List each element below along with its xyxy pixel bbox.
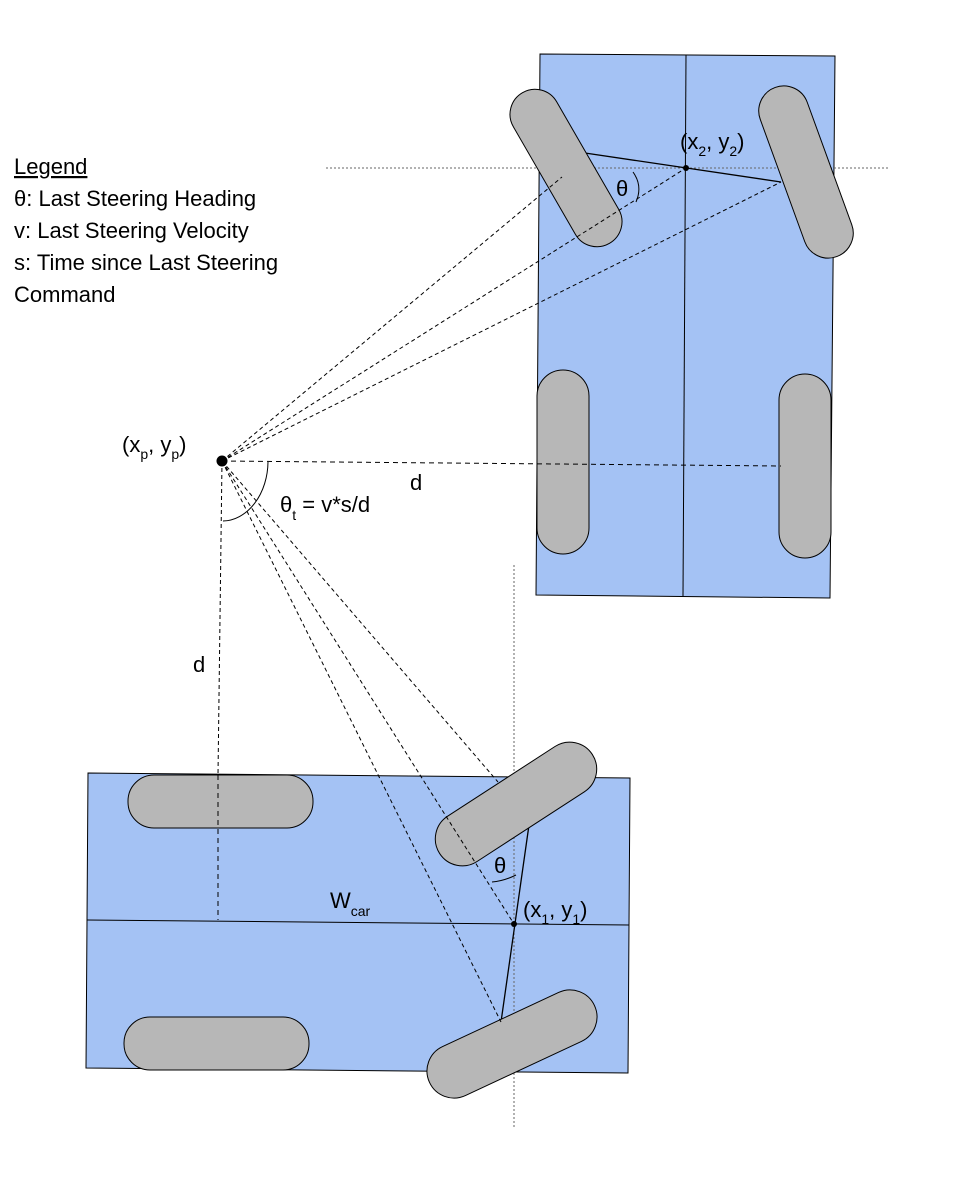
wheel-top-rear-right (778, 373, 832, 559)
wheel-bottom-front-top (434, 741, 598, 867)
wheel-top-rear-left (536, 369, 590, 555)
theta-label-top: θ (616, 176, 628, 201)
vertical-distance-line (217, 460, 223, 776)
legend-item-time: s: Time since Last Steering (14, 250, 278, 275)
ray-to-point-2 (221, 167, 687, 462)
wheel-top-front-right (758, 85, 854, 259)
car-top (221, 53, 890, 599)
legend-item-theta: θ: Last Steering Heading (14, 186, 256, 211)
distance-label-vertical: d (193, 652, 205, 677)
theta-t-label: θt = v*s/d (280, 492, 370, 523)
legend-title: Legend (14, 154, 87, 179)
wheel-top-front-left (509, 88, 623, 248)
point-1-label: (x1, y1) (523, 897, 587, 927)
car-top-centerline (682, 54, 687, 597)
legend-item-time-cont: Command (14, 282, 115, 307)
legend: Legend θ: Last Steering Heading v: Last … (14, 154, 278, 307)
car-width-label: Wcar (330, 888, 371, 919)
theta-label-bottom: θ (494, 853, 506, 878)
wheel-bottom-front-bottom (426, 989, 598, 1099)
pivot-label: (xp, yp) (122, 432, 186, 462)
distance-label-horizontal: d (410, 470, 422, 495)
wheel-bottom-rear-top (127, 774, 314, 829)
ray-to-top-left-wheel (221, 176, 563, 462)
legend-item-velocity: v: Last Steering Velocity (14, 218, 249, 243)
car-top-front-axle (584, 152, 782, 183)
point-2-label: (x2, y2) (680, 129, 744, 159)
theta-t-arc (222, 461, 269, 522)
wheel-bottom-rear-bottom (123, 1016, 310, 1071)
pivot-construction-lines (217, 167, 782, 1023)
ray-to-bottom-top-wheel (221, 460, 499, 783)
pivot-point (216, 455, 228, 467)
car-bottom-centerline (86, 919, 630, 926)
car-top-rear-axle (221, 460, 782, 467)
theta-arc-bottom (491, 874, 517, 883)
ray-to-top-right-wheel (221, 181, 782, 462)
car-bottom (85, 565, 631, 1128)
ray-to-point-1 (221, 460, 515, 925)
